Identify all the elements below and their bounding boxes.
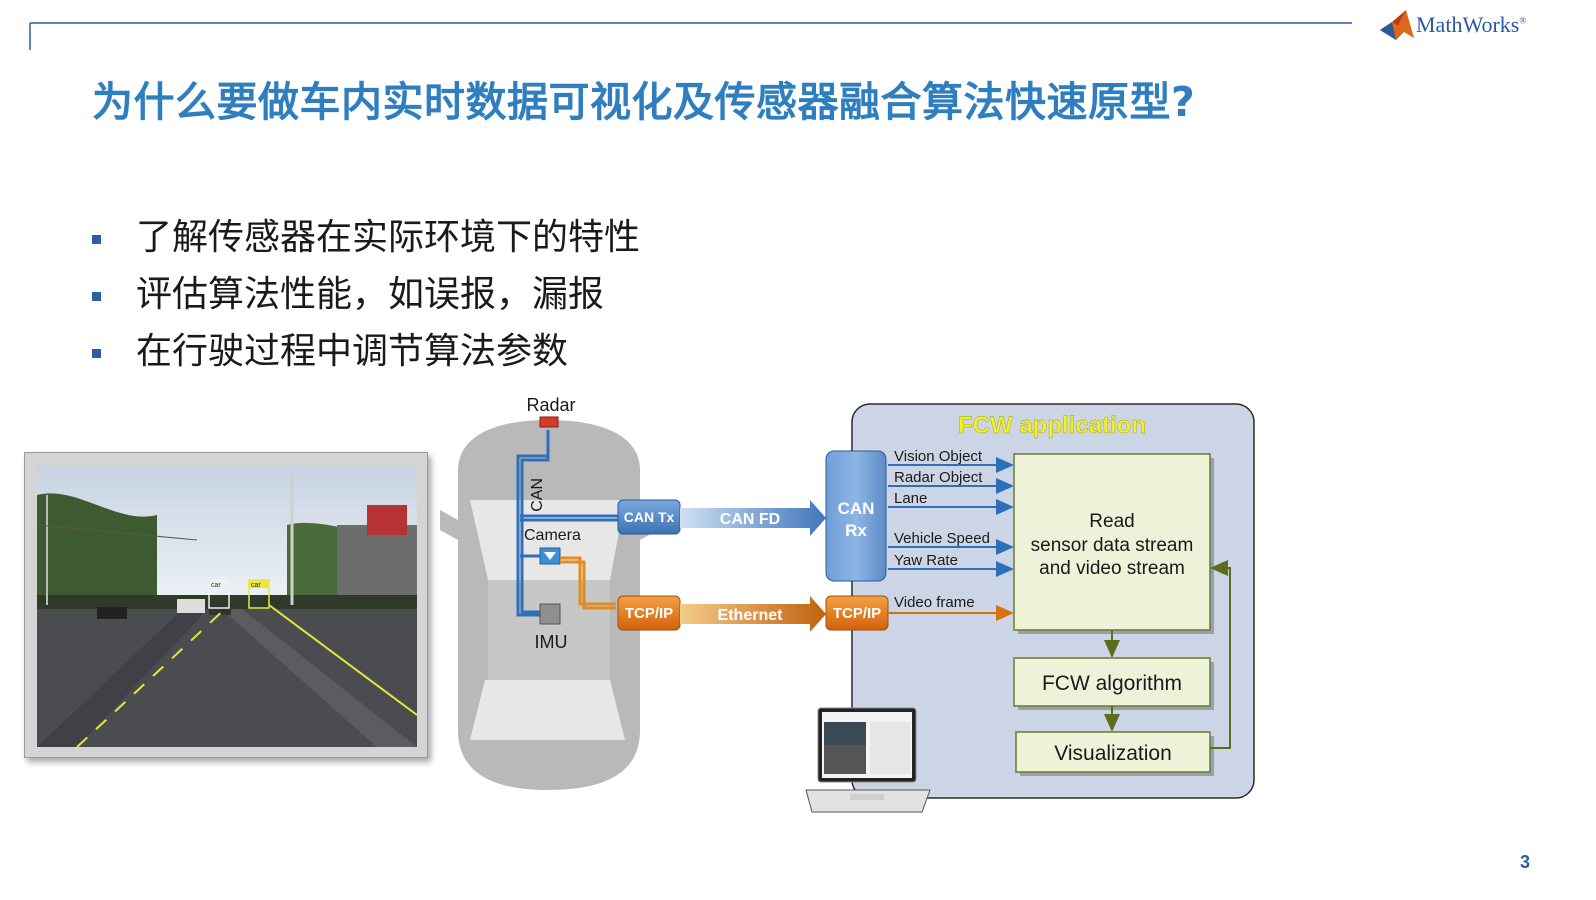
- signal-label: Vision Object: [894, 448, 983, 465]
- imu-label: IMU: [535, 632, 568, 652]
- bullet-item: 评估算法性能，如误报，漏报: [92, 269, 640, 326]
- fcw-algorithm-label: FCW algorithm: [1042, 672, 1182, 695]
- can-label: CAN: [529, 478, 546, 512]
- signal-label: Vehicle Speed: [894, 530, 990, 547]
- bullet-item: 了解传感器在实际环境下的特性: [92, 212, 640, 269]
- signal-label: Radar Object: [894, 469, 983, 486]
- feedback-loop-arrow: [1210, 560, 1231, 749]
- page-title: 为什么要做车内实时数据可视化及传感器融合算法快速原型?: [92, 78, 1196, 126]
- mathworks-logo-text: MathWorks®: [1416, 12, 1527, 37]
- read-data-box: [1013, 453, 1211, 631]
- can-fd-label: CAN FD: [720, 511, 780, 528]
- camera-label: Camera: [524, 527, 581, 544]
- signal-arrows: [888, 457, 1014, 577]
- detection-box-label: car: [211, 582, 221, 589]
- bullet-list: 了解传感器在实际环境下的特性 评估算法性能，如误报，漏报 在行驶过程中调节算法参…: [92, 212, 640, 383]
- fcw-algorithm-box: [1013, 657, 1211, 707]
- mathworks-logo-icon: [1380, 10, 1414, 40]
- read-box-line3: and video stream: [1039, 558, 1185, 579]
- fcw-title: FCW application: [958, 412, 1146, 439]
- can-wiring: [516, 430, 620, 617]
- signal-label: Yaw Rate: [894, 552, 958, 569]
- can-rx-box: [825, 450, 887, 582]
- read-box-line1: Read: [1089, 511, 1134, 532]
- signal-label: Lane: [894, 490, 927, 507]
- tcpip-tx-label: TCP/IP: [625, 605, 673, 622]
- road-scene-image: car car: [24, 452, 428, 758]
- camera-icon: [539, 547, 561, 565]
- page-number: 3: [1520, 852, 1531, 872]
- radar-icon: [539, 416, 559, 428]
- can-fd-arrow: [680, 500, 826, 536]
- can-rx-label-line2: Rx: [845, 521, 867, 540]
- visualization-label: Visualization: [1054, 742, 1172, 765]
- detection-box-label: car: [251, 582, 261, 589]
- imu-icon: [539, 603, 561, 625]
- ethernet-wire: [560, 556, 616, 606]
- can-tx-label: CAN Tx: [624, 509, 675, 525]
- can-rx-label-line1: CAN: [838, 499, 875, 518]
- radar-label: Radar: [526, 395, 575, 415]
- tcpip-rx-label: TCP/IP: [833, 605, 881, 622]
- laptop-icon: [805, 707, 931, 813]
- ethernet-arrow: [680, 596, 826, 632]
- video-frame-label: Video frame: [894, 594, 975, 611]
- read-box-line2: sensor data stream: [1031, 535, 1194, 556]
- header-rule: [29, 22, 1352, 50]
- ethernet-label: Ethernet: [718, 607, 784, 624]
- bullet-item: 在行驶过程中调节算法参数: [92, 326, 640, 383]
- visualization-box: [1015, 731, 1211, 773]
